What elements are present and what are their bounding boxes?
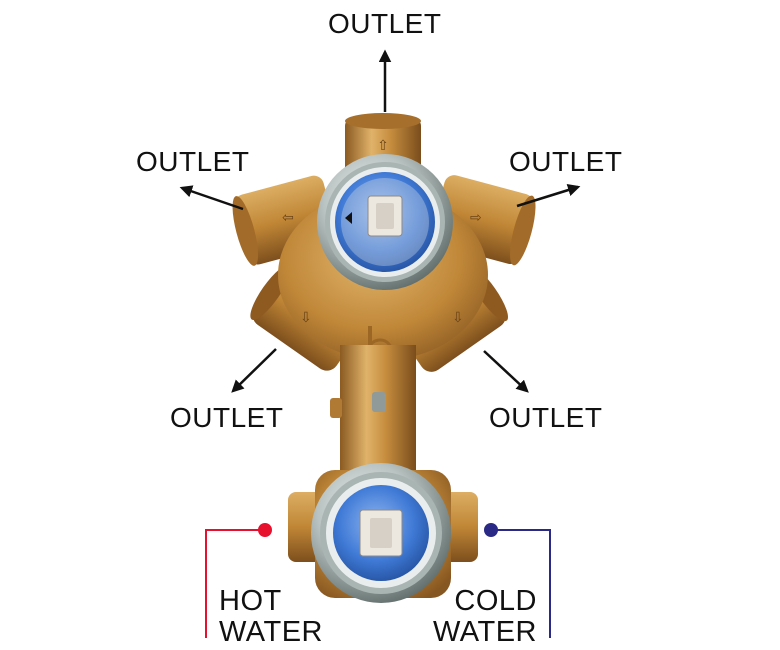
top-port-opening bbox=[345, 113, 421, 129]
hot-dot bbox=[258, 523, 272, 537]
stem-screw bbox=[372, 392, 386, 412]
cold-water-label: COLD WATER bbox=[433, 586, 537, 648]
cold-label-line2: WATER bbox=[433, 616, 537, 648]
svg-text:⇦: ⇦ bbox=[282, 210, 294, 226]
mixer-cartridge bbox=[311, 463, 451, 603]
hot-label-line2: WATER bbox=[219, 616, 323, 648]
arrow-upper-left bbox=[179, 185, 244, 211]
svg-text:⇩: ⇩ bbox=[452, 310, 464, 326]
hot-supply-line bbox=[205, 523, 272, 638]
outlet-label-lower-right: OUTLET bbox=[489, 402, 603, 433]
valve-stem bbox=[340, 345, 416, 485]
outlet-label-upper-left: OUTLET bbox=[136, 146, 250, 177]
outlet-label-top: OUTLET bbox=[328, 8, 442, 39]
svg-text:⇩: ⇩ bbox=[300, 310, 312, 326]
arrow-lower-left bbox=[231, 348, 277, 393]
outlet-label-lower-left: OUTLET bbox=[170, 402, 284, 433]
diverter-cartridge bbox=[317, 154, 453, 290]
outlet-label-upper-right: OUTLET bbox=[509, 146, 623, 177]
cold-dot bbox=[484, 523, 498, 537]
arrow-upper-right bbox=[516, 184, 581, 208]
svg-text:⇧: ⇧ bbox=[377, 138, 389, 154]
hot-water-label: HOT WATER bbox=[219, 586, 323, 648]
hot-label-line1: HOT bbox=[219, 585, 282, 617]
svg-text:⇨: ⇨ bbox=[470, 210, 482, 226]
cold-label-line1: COLD bbox=[454, 585, 537, 617]
arrow-lower-right bbox=[483, 350, 529, 393]
cold-supply-line bbox=[484, 523, 551, 638]
